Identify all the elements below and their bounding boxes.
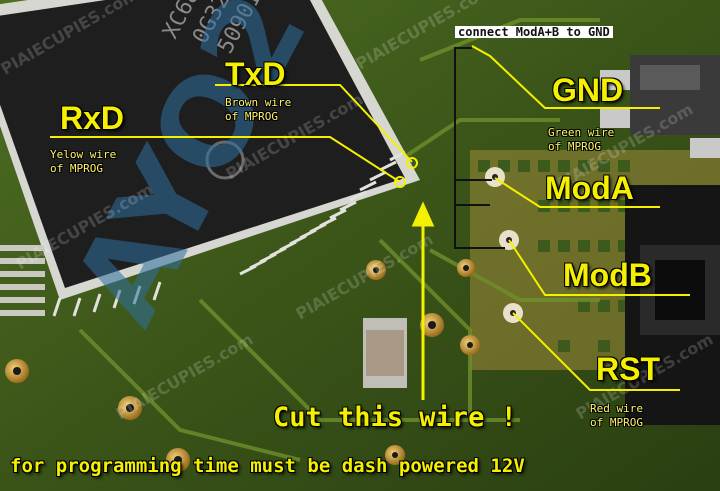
chip-logo: [205, 140, 245, 180]
rst-leader-line: [512, 312, 680, 391]
cut-arrow: [411, 201, 435, 400]
rxd-description: Yelow wire of MPROG: [50, 148, 116, 176]
modb-leader-line: [508, 239, 690, 296]
rxd-leader-line: [50, 136, 401, 183]
connect-note: connect ModA+B to GND: [455, 26, 613, 38]
moda-leader-line: [494, 177, 660, 208]
gnd-leader-line: [471, 45, 660, 109]
smd-component-top-right: [600, 55, 720, 158]
gnd-description-line-1: Green wire: [548, 126, 615, 139]
smd-capacitor: [363, 318, 407, 388]
chip-pins: [52, 150, 406, 317]
gnd-description: Green wire of MPROG: [548, 126, 614, 154]
rst-description: Red wire of MPROG: [590, 402, 643, 430]
rxd-description-line-2: of MPROG: [50, 161, 103, 175]
rxd-label: RxD: [60, 100, 125, 136]
rst-label: RST: [596, 351, 660, 387]
gnd-description-line-2: of MPROG: [548, 139, 601, 153]
rst-description-line-1: Red wire: [590, 402, 643, 415]
txd-description-line-2: of MPROG: [225, 109, 278, 123]
pad-row-bottom-left: [0, 245, 45, 316]
power-note: for programming time must be dash powere…: [10, 455, 525, 477]
modb-label: ModB: [563, 257, 652, 293]
pin-markers: [394, 157, 418, 188]
txd-leader-line: [215, 84, 413, 163]
txd-description-line-1: Brown wire: [225, 96, 292, 109]
moda-label: ModA: [545, 170, 634, 206]
gnd-bracket: [454, 47, 505, 249]
gnd-label: GND: [552, 72, 624, 108]
txd-label: TxD: [225, 56, 286, 92]
annotation-lines: [50, 45, 690, 391]
pcb-vias: [5, 167, 523, 472]
connector-housing: [625, 185, 720, 425]
qfp-chip: XC68HC912 0G32M 5090144: [0, 0, 420, 300]
rxd-description-line-1: Yelow wire: [50, 148, 117, 161]
txd-description: Brown wire of MPROG: [225, 96, 291, 124]
rst-description-line-2: of MPROG: [590, 415, 643, 429]
cut-wire-instruction: Cut this wire !: [273, 402, 517, 433]
